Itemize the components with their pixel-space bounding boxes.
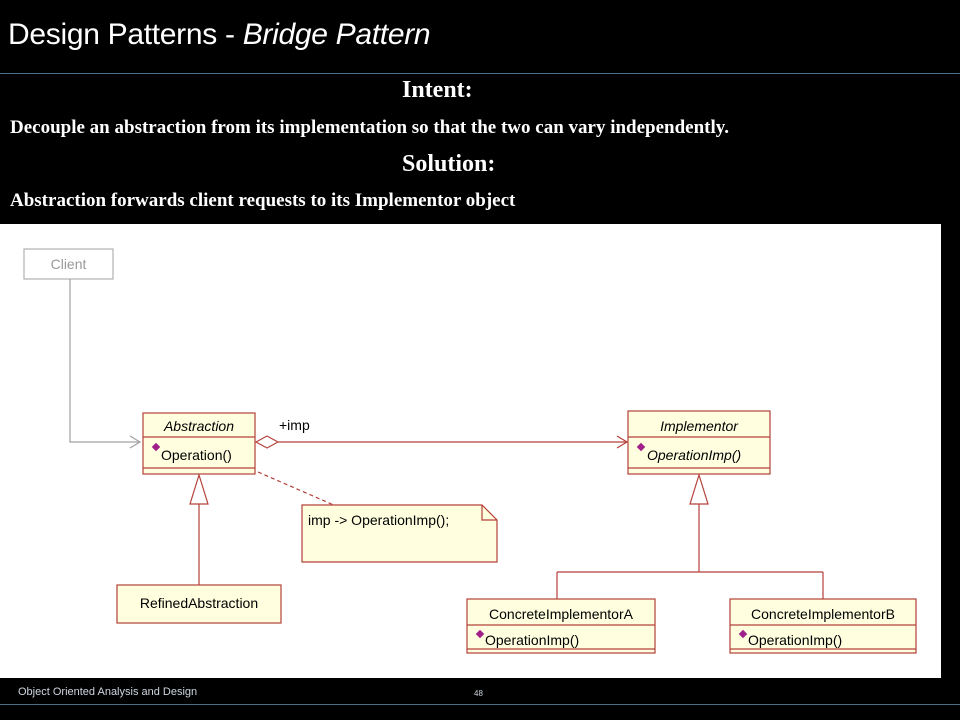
client-label: Client [51, 256, 87, 272]
note-text: imp -> OperationImp(); [308, 512, 449, 528]
slide-title-main: Design Patterns - [8, 18, 243, 51]
title-divider [0, 73, 960, 74]
intent-text: Decouple an abstraction from its impleme… [10, 117, 729, 138]
client-class: Client [23, 248, 114, 280]
note: imp -> OperationImp(); [301, 504, 498, 563]
concrete-implementor-a-name: ConcreteImplementorA [489, 606, 634, 622]
concrete-implementor-b-operation: OperationImp() [748, 632, 842, 648]
concrete-implementor-a-class: ConcreteImplementorA OperationImp() [466, 598, 656, 654]
solution-text: Abstraction forwards client requests to … [10, 190, 516, 211]
operation-icon [475, 629, 485, 639]
abstraction-class: Abstraction Operation() [142, 412, 256, 475]
concrete-implementor-a-operation: OperationImp() [485, 632, 579, 648]
association-label: +imp [279, 417, 310, 433]
concrete-implementor-b-class: ConcreteImplementorB OperationImp() [729, 598, 917, 654]
slide-title-italic: Bridge Pattern [242, 18, 431, 51]
concrete-implementor-b-name: ConcreteImplementorB [751, 606, 895, 622]
operation-icon [636, 442, 646, 452]
refined-abstraction-class: RefinedAbstraction [116, 584, 282, 624]
implementor-generalization [556, 472, 824, 599]
client-dependency-arrow [69, 279, 142, 449]
abstraction-name: Abstraction [163, 418, 234, 434]
uml-diagram: Client Abstraction Operation() +imp [0, 224, 941, 678]
refined-abstraction-name: RefinedAbstraction [140, 595, 258, 611]
footer-course: Object Oriented Analysis and Design [18, 686, 198, 698]
uml-diagram-svg: Client Abstraction Operation() +imp [23, 248, 917, 654]
implementor-name: Implementor [660, 418, 739, 434]
implementor-class: Implementor OperationImp() [627, 410, 771, 475]
aggregation-diamond [254, 435, 280, 449]
imp-association: +imp [254, 417, 629, 449]
slide-title: Design Patterns - Bridge Pattern [8, 18, 431, 52]
solution-heading: Solution: [402, 151, 496, 177]
operation-icon [151, 442, 161, 452]
implementor-operation: OperationImp() [647, 447, 741, 463]
refined-generalization [189, 472, 209, 585]
intent-heading: Intent: [402, 77, 473, 103]
footer-page-number: 48 [474, 689, 483, 698]
footer-divider [0, 704, 960, 705]
abstraction-operation: Operation() [161, 447, 232, 463]
note-connector [257, 471, 337, 507]
